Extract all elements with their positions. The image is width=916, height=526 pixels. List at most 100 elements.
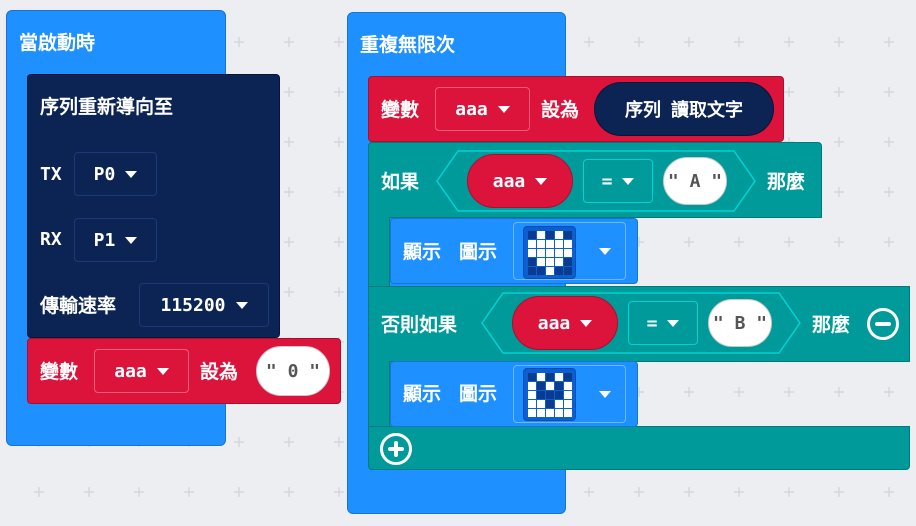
compare-value-input[interactable]: " A " [663,157,727,205]
led-off [528,258,536,266]
led-on [546,240,554,248]
else-if-label: 否則如果 [381,314,458,336]
led-on [564,240,572,248]
rx-pin-value: P1 [93,229,116,251]
chevron-down-icon [535,177,548,185]
led-off [555,391,563,399]
led-on [537,409,545,417]
led-on [528,240,536,248]
add-else-icon[interactable] [380,433,412,465]
variable-name: aaa [114,360,147,382]
tx-pin-dropdown[interactable]: P0 [74,152,157,196]
on-start-label: 當啟動時 [19,32,96,54]
compare-value-text: " B " [712,312,768,334]
led-off [546,400,554,408]
led-on [537,258,545,266]
operator-value: = [646,312,658,334]
led-on [564,391,572,399]
baud-rate-value: 115200 [160,294,226,316]
led-on [528,400,536,408]
chevron-down-icon [497,105,510,113]
led-on [555,258,563,266]
led-on [555,400,563,408]
led-off [528,373,536,381]
led-on [546,409,554,417]
chevron-down-icon [599,247,611,255]
set-variable-label: 變數 [40,361,79,383]
led-on [528,382,536,390]
led-off [537,267,545,275]
heart-icon [523,226,576,279]
show-label: 顯示 [403,383,442,405]
chevron-down-icon [622,177,635,185]
chevron-down-icon [156,367,169,375]
led-off [546,231,554,239]
led-off [564,373,572,381]
if-else-block-footer[interactable] [368,426,910,470]
value-input[interactable]: " 0 " [256,346,330,396]
serial-read-string-reporter[interactable]: 序列 讀取文字 [594,82,774,136]
operator-dropdown[interactable]: = [628,301,698,345]
variable-dropdown[interactable]: aaa [435,87,530,131]
led-off [564,231,572,239]
variable-reporter[interactable]: aaa [512,296,618,350]
led-on [546,249,554,257]
led-off [528,267,536,275]
remove-else-if-icon[interactable] [867,308,899,340]
led-on [555,249,563,257]
baud-rate-label: 傳輸速率 [40,295,117,317]
set-to-label: 設為 [200,361,239,383]
rx-pin-dropdown[interactable]: P1 [74,218,157,262]
led-off [546,373,554,381]
baud-rate-dropdown[interactable]: 115200 [139,283,269,327]
led-on [537,400,545,408]
led-on [537,373,545,381]
variable-name: aaa [455,98,488,120]
led-on [537,240,545,248]
led-on [546,267,554,275]
led-on [564,249,572,257]
serial-redirect-label: 序列重新導向至 [40,96,174,118]
led-on [528,391,536,399]
value-text: " 0 " [265,360,321,382]
tx-label: TX [40,164,62,185]
led-on [555,231,563,239]
led-on [555,240,563,248]
variable-reporter[interactable]: aaa [467,154,573,208]
led-on [555,373,563,381]
tx-pin-value: P0 [93,163,116,185]
compare-value-input[interactable]: " B " [708,299,772,347]
led-off [537,391,545,399]
icon-label: 圖示 [459,383,498,405]
icon-label: 圖示 [459,241,498,263]
led-off [555,382,563,390]
led-off [528,231,536,239]
led-on [537,249,545,257]
chevron-down-icon [599,390,611,398]
variable-dropdown[interactable]: aaa [94,349,189,393]
led-off [546,391,554,399]
operator-value: = [601,170,613,192]
if-label: 如果 [381,171,420,193]
chevron-down-icon [125,236,138,244]
serial-reporter-label: 序列 [625,100,661,121]
led-pattern-icon [523,368,576,421]
led-on [555,409,563,417]
variable-name: aaa [492,170,526,192]
led-on [537,231,545,239]
set-to-label: 設為 [541,99,580,121]
chevron-down-icon [667,319,680,327]
set-variable-label: 變數 [381,99,420,121]
led-on [528,409,536,417]
led-off [564,258,572,266]
if-else-block-spine [368,361,390,427]
forever-label: 重複無限次 [360,34,456,56]
led-on [564,400,572,408]
operator-dropdown[interactable]: = [583,159,653,203]
led-on [546,258,554,266]
led-on [564,409,572,417]
led-on [528,249,536,257]
chevron-down-icon [235,301,248,309]
then-label: 那麼 [812,314,851,336]
led-on [564,382,572,390]
